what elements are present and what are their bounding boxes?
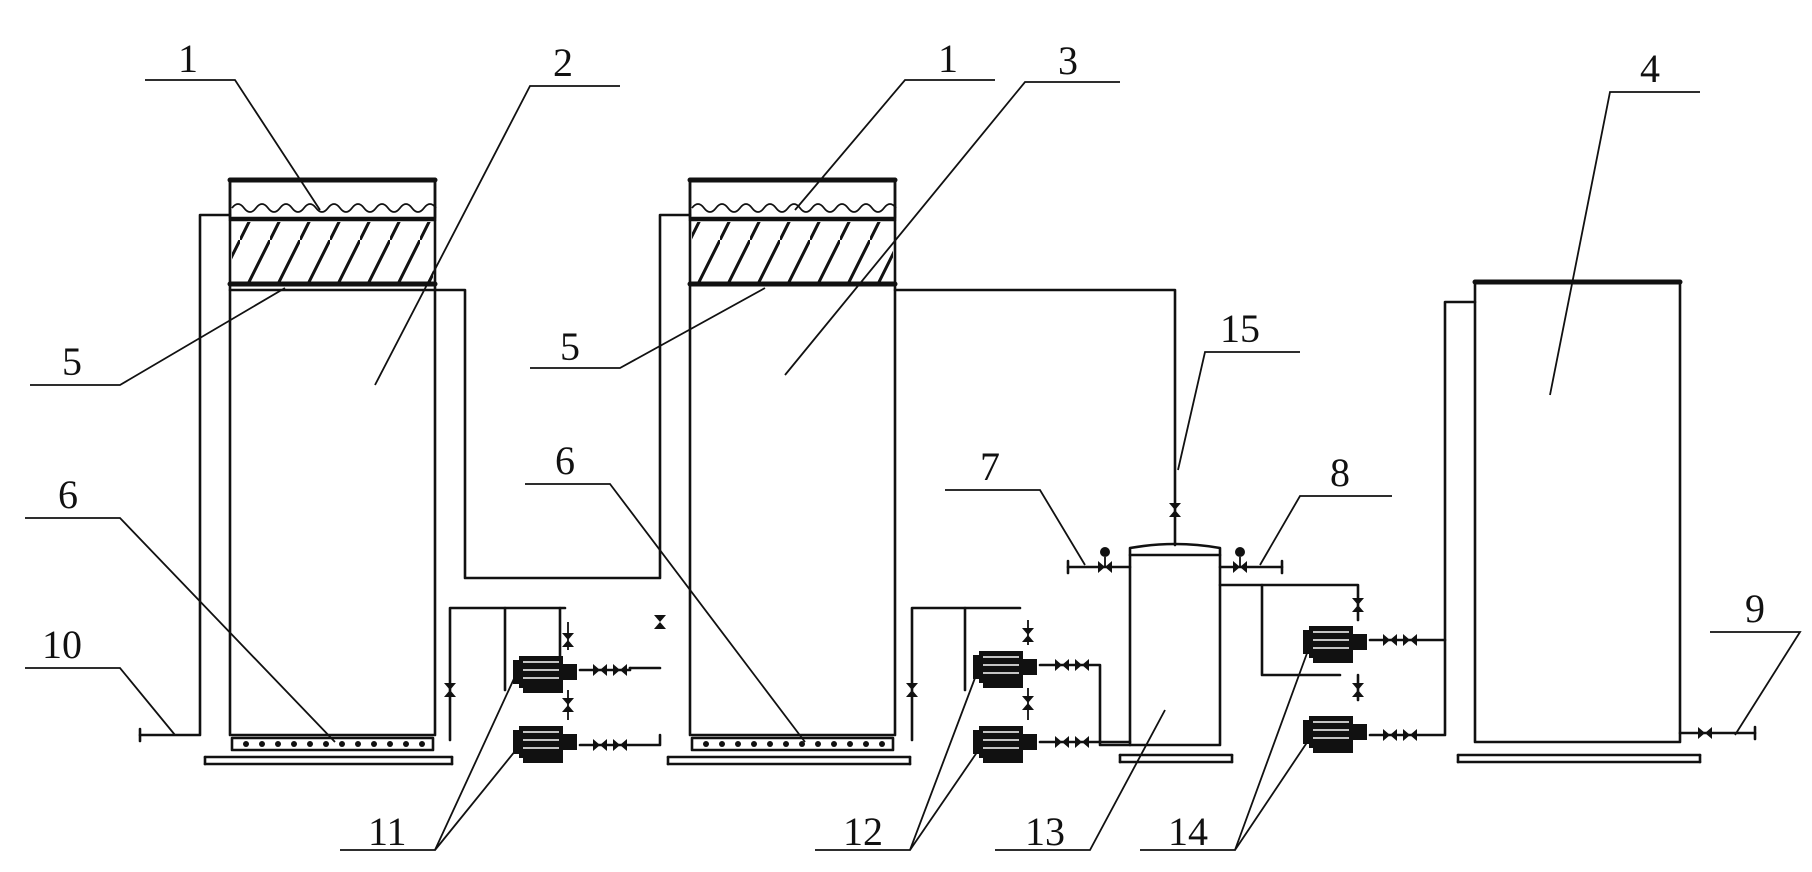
label-5-middle: 5 — [560, 324, 580, 369]
label-2: 2 — [553, 40, 573, 85]
label-6-left: 6 — [58, 472, 78, 517]
label-14: 14 — [1168, 809, 1208, 854]
reactor-tank-2 — [203, 177, 454, 766]
label-5-left: 5 — [62, 339, 82, 384]
label-11: 11 — [368, 809, 407, 854]
label-3: 3 — [1058, 38, 1078, 83]
pump-14-lower — [1302, 715, 1368, 754]
label-9: 9 — [1745, 586, 1765, 631]
label-15: 15 — [1220, 306, 1260, 351]
reactor-tank-3 — [666, 177, 912, 766]
aerator-dots-left — [243, 741, 425, 747]
label-12: 12 — [843, 809, 883, 854]
piping — [138, 213, 1757, 764]
pump-14-upper — [1302, 625, 1368, 664]
label-7: 7 — [980, 444, 1000, 489]
leader-lines — [25, 79, 1802, 851]
tank-4 — [1456, 279, 1702, 764]
label-1-middle: 1 — [938, 36, 958, 81]
vessel-13 — [1118, 542, 1234, 764]
label-1-left: 1 — [178, 36, 198, 81]
label-8: 8 — [1330, 450, 1350, 495]
label-10: 10 — [42, 622, 82, 667]
label-13: 13 — [1025, 809, 1065, 854]
pump-11-upper — [512, 655, 578, 694]
label-4: 4 — [1640, 46, 1660, 91]
label-6-middle: 6 — [555, 438, 575, 483]
part-labels: 1 2 1 3 4 5 5 15 6 6 7 8 9 10 11 12 13 1… — [42, 36, 1765, 854]
pump-12-lower — [972, 725, 1038, 764]
aerator-dots-middle — [703, 741, 885, 747]
pump-11-lower — [512, 725, 578, 764]
pump-12-upper — [972, 650, 1038, 689]
